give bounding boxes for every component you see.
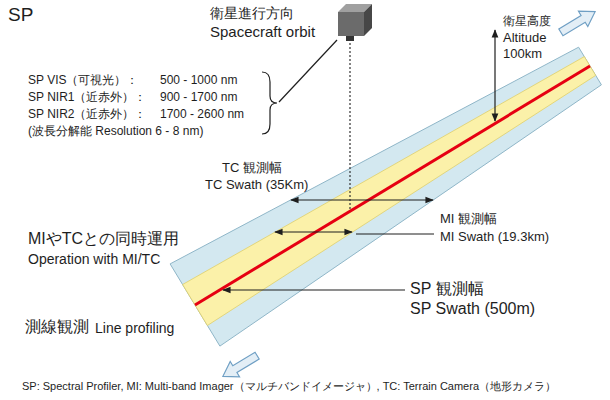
label: (波長分解能 Resolution 6 - 8 nm) (28, 125, 203, 139)
label: 衛星高度 (503, 15, 551, 29)
label: Altitude (503, 31, 546, 46)
satellite-lens (346, 36, 354, 41)
label: 測線観測 (25, 318, 89, 336)
label: MI 観測幅 (440, 212, 497, 227)
label: 900 - 1700 nm (160, 91, 237, 105)
label: SP NIR1（近赤外）： (28, 91, 146, 105)
bracket (262, 72, 277, 134)
label: Operation with MI/TC (28, 251, 160, 267)
direction-arrow (218, 348, 262, 384)
label: MIやTCとの同時運用 (28, 230, 179, 248)
label: SP Swath (500m) (410, 300, 535, 318)
label: SP NIR2（近赤外）： (28, 108, 146, 122)
label: SP 観測幅 (410, 280, 484, 298)
label: TC Swath (35Km) (205, 178, 308, 193)
label: 500 - 1000 nm (160, 74, 237, 88)
label: 衛星進行方向 (210, 5, 294, 21)
satellite-body (338, 12, 364, 36)
tc-width-arrow (291, 199, 433, 200)
label: Line profiling (95, 320, 174, 336)
mi-swath-band (183, 57, 596, 326)
title: SP (8, 4, 33, 26)
label: MI Swath (19.3km) (440, 230, 549, 245)
label: 100km (503, 47, 542, 62)
leader-line (279, 40, 337, 102)
sp-ground-track (195, 66, 590, 305)
nadir-line (349, 43, 350, 210)
satellite-side (364, 4, 372, 36)
label: 1700 - 2600 nm (160, 108, 244, 122)
label: SP VIS（可視光）： (28, 74, 138, 88)
altitude-arrow (494, 30, 495, 121)
label: TC 観測幅 (222, 161, 282, 176)
sp-width-arrow (223, 289, 405, 290)
label: Spacecraft orbit (210, 23, 315, 40)
direction-arrow (556, 4, 600, 40)
mi-width-arrow (275, 231, 352, 232)
leader-line (356, 234, 434, 235)
caption: SP: Spectral Profiler, MI: Multi-band Im… (22, 380, 556, 393)
